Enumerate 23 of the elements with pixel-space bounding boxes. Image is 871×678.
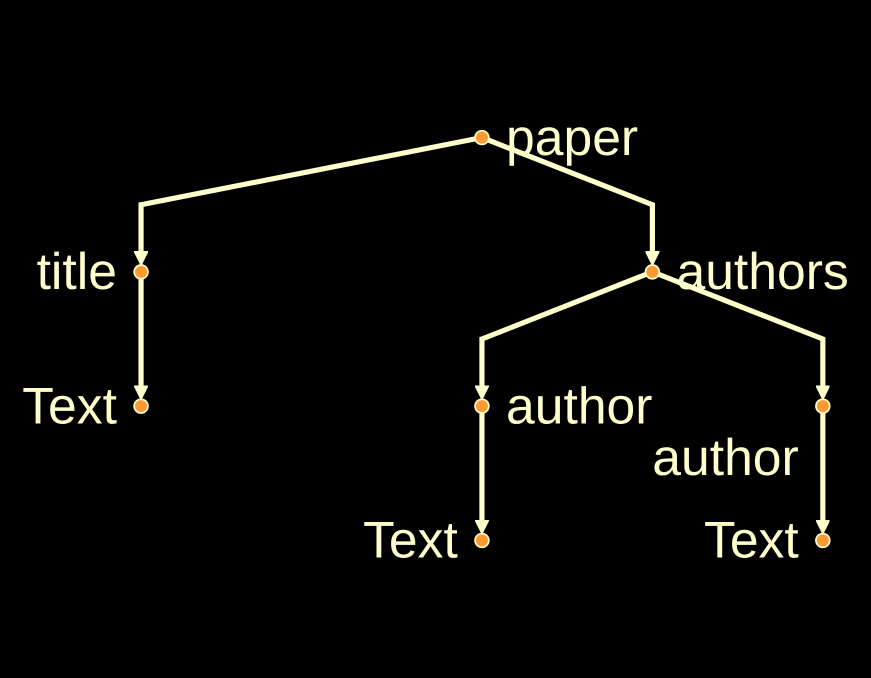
arrow <box>474 272 647 400</box>
node-label: Text <box>22 376 117 434</box>
arrow <box>133 278 149 400</box>
arrow <box>133 136 476 266</box>
node-label: Text <box>704 510 799 569</box>
circle-node <box>474 532 490 548</box>
circle-node <box>815 532 831 548</box>
arrow <box>815 413 830 534</box>
circle-node <box>133 264 149 280</box>
node-label: author <box>506 376 652 434</box>
node-label: authors <box>676 242 849 300</box>
circle-node <box>474 398 490 414</box>
circle-node <box>133 398 149 414</box>
arrow <box>658 272 830 400</box>
node-label: author <box>652 428 799 486</box>
circle-node <box>474 130 490 146</box>
node-label: title <box>36 242 117 300</box>
node-label: Text <box>363 510 458 569</box>
arrow <box>487 138 660 266</box>
node-label: paper <box>506 108 638 166</box>
circle-node <box>815 398 831 414</box>
arrow <box>474 413 490 534</box>
circle-node <box>644 264 660 280</box>
